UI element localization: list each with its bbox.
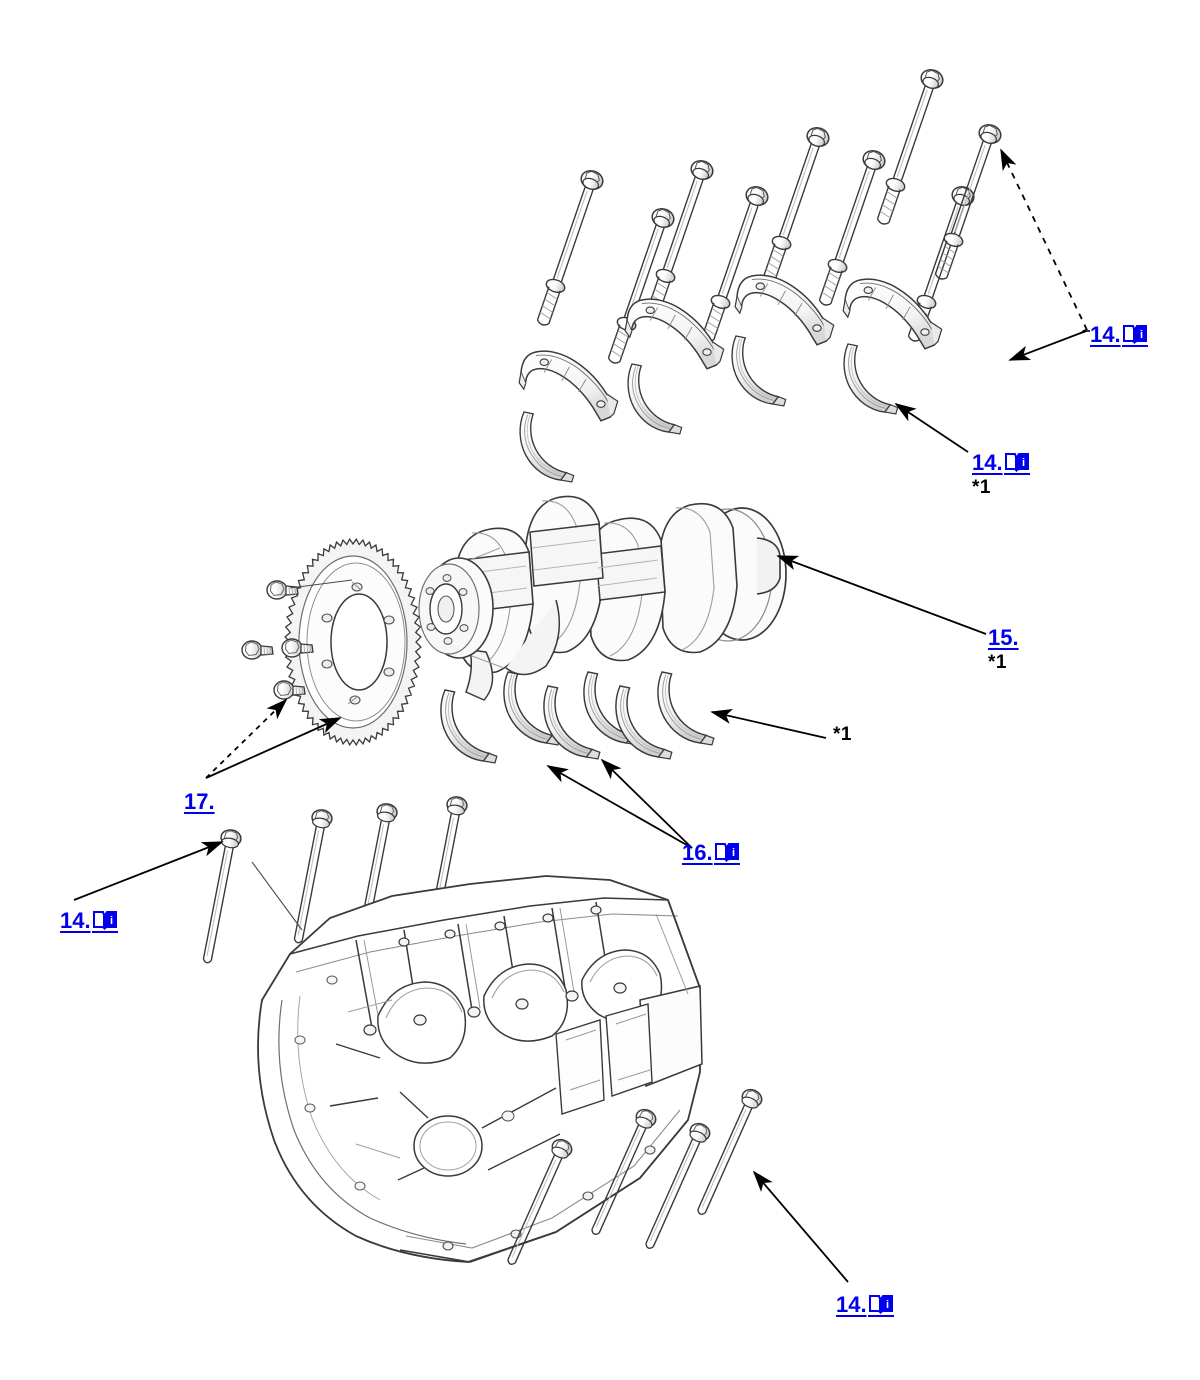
reference-number-link[interactable]: 14. bbox=[60, 908, 91, 933]
footnote-marker: *1 bbox=[988, 652, 1007, 673]
callout-15-crankshaft[interactable]: 15. *1 bbox=[988, 625, 1019, 674]
reference-number-link[interactable]: 16. bbox=[682, 840, 713, 865]
manual-book-icon[interactable]: i bbox=[91, 909, 118, 933]
reference-number-link[interactable]: 14. bbox=[972, 450, 1003, 475]
leader-16-shells bbox=[546, 758, 693, 849]
flexplate-bolts bbox=[241, 579, 353, 700]
svg-text:i: i bbox=[110, 915, 113, 927]
manual-book-icon-glyph: i bbox=[92, 911, 117, 931]
manual-book-icon-glyph: i bbox=[714, 843, 739, 863]
leader-14-bottom bbox=[752, 1170, 849, 1283]
manual-book-icon[interactable]: i bbox=[713, 841, 740, 865]
manual-book-icon-glyph: i bbox=[868, 1295, 893, 1315]
svg-text:i: i bbox=[886, 1299, 889, 1311]
callout-14-top[interactable]: 14. i bbox=[1090, 322, 1148, 348]
leader-15-crankshaft bbox=[776, 555, 987, 635]
leader-14-shell bbox=[894, 403, 969, 453]
manual-book-icon-glyph: i bbox=[1004, 453, 1029, 473]
leader-14-top bbox=[1000, 148, 1090, 361]
leader-14-left bbox=[73, 841, 224, 901]
footnote-marker: *1 bbox=[972, 477, 991, 498]
crankshaft bbox=[418, 495, 787, 701]
leader-star1-shell bbox=[710, 709, 827, 739]
callout-14-block-side-bolt[interactable]: 14. i bbox=[60, 908, 118, 934]
reference-number-link[interactable]: 17. bbox=[184, 789, 215, 814]
svg-text:i: i bbox=[1022, 457, 1025, 469]
reference-number-link[interactable]: 15. bbox=[988, 625, 1019, 650]
manual-book-icon[interactable]: i bbox=[1121, 323, 1148, 347]
leader-17 bbox=[205, 698, 342, 779]
manual-book-icon[interactable]: i bbox=[867, 1293, 894, 1317]
svg-text:i: i bbox=[1140, 329, 1143, 341]
reference-number-link[interactable]: 14. bbox=[836, 1292, 867, 1317]
svg-text:i: i bbox=[732, 847, 735, 859]
callout-17-flexplate[interactable]: 17. bbox=[184, 789, 215, 815]
reference-number-link[interactable]: 14. bbox=[1090, 322, 1121, 347]
callout-14-bearing-shell[interactable]: 14. i *1 bbox=[972, 450, 1030, 499]
manual-book-icon[interactable]: i bbox=[1003, 451, 1030, 475]
footnote-marker: *1 bbox=[833, 724, 852, 745]
callout-16-bearings[interactable]: 16. i bbox=[682, 840, 740, 866]
callout-star1: *1 bbox=[833, 724, 852, 746]
manual-book-icon-glyph: i bbox=[1122, 325, 1147, 345]
cylinder-block bbox=[257, 875, 703, 1263]
callout-14-block-lower-bolt[interactable]: 14. i bbox=[836, 1292, 894, 1318]
cylinder-block-side-bolts bbox=[196, 794, 470, 966]
